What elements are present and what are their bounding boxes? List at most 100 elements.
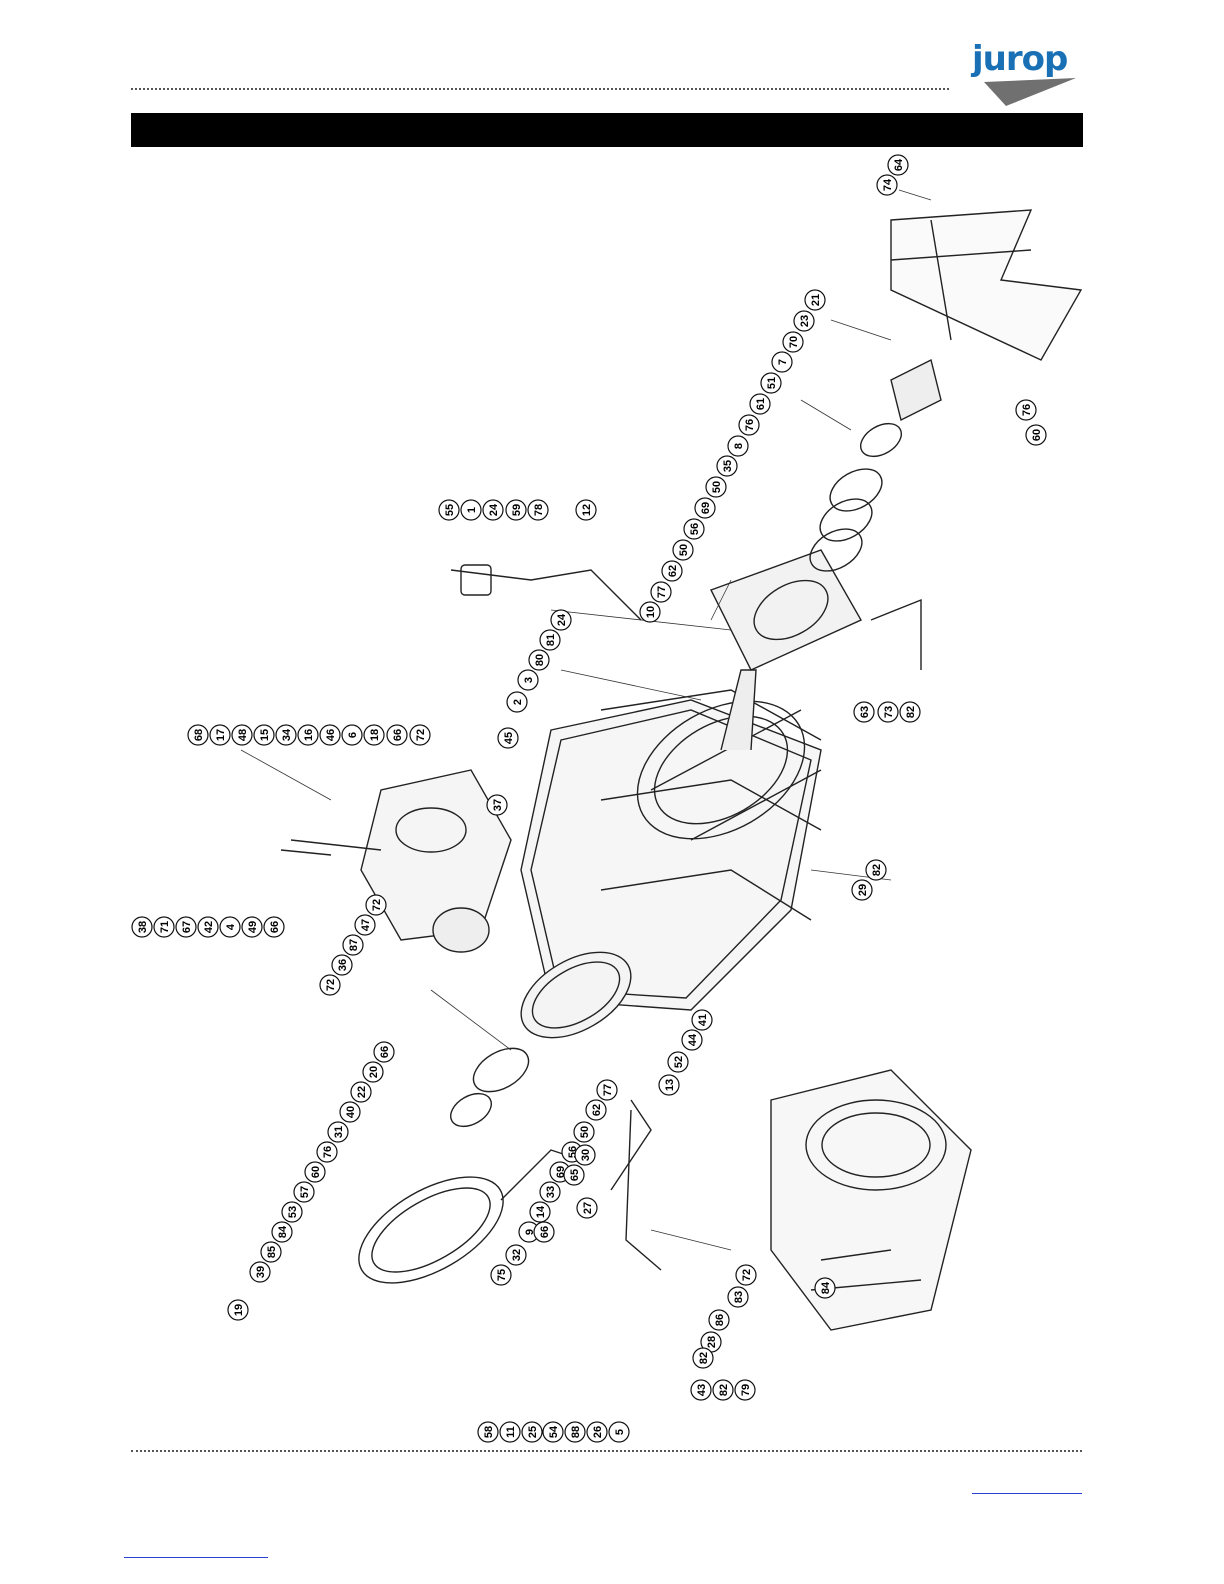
part-callout-40: 40 — [339, 1101, 361, 1123]
part-number-label: 48 — [237, 729, 249, 741]
part-callout-82: 82 — [712, 1379, 734, 1401]
part-callout-84: 84 — [814, 1277, 836, 1299]
part-callout-33: 33 — [539, 1181, 561, 1203]
part-callout-48: 48 — [231, 724, 253, 746]
part-callout-13: 13 — [658, 1074, 680, 1096]
part-number-label: 22 — [356, 1086, 368, 1098]
part-number-label: 80 — [534, 654, 546, 666]
footer-dotted-rule — [131, 1450, 1082, 1452]
part-callout-6: 6 — [341, 724, 363, 746]
part-callout-2: 2 — [506, 691, 528, 713]
part-number-label: 76 — [1021, 404, 1033, 416]
part-callout-32: 32 — [505, 1244, 527, 1266]
part-number-label: 11 — [505, 1426, 517, 1438]
part-callout-18: 18 — [363, 724, 385, 746]
part-number-label: 49 — [247, 921, 259, 933]
part-callout-47: 47 — [354, 914, 376, 936]
part-number-label: 33 — [545, 1186, 557, 1198]
part-number-label: 77 — [602, 1084, 614, 1096]
part-number-label: 72 — [371, 899, 383, 911]
part-callout-88: 88 — [564, 1421, 586, 1443]
part-callout-72: 72 — [735, 1264, 757, 1286]
part-callout-41: 41 — [691, 1009, 713, 1031]
part-callout-7: 7 — [771, 351, 793, 373]
part-callout-37: 37 — [486, 794, 508, 816]
part-number-label: 47 — [360, 919, 372, 931]
part-number-label: 3 — [523, 677, 535, 683]
part-callout-87: 87 — [342, 934, 364, 956]
jurop-logo: jurop — [972, 42, 1084, 110]
part-number-label: 84 — [277, 1225, 289, 1238]
part-number-label: 66 — [392, 729, 404, 741]
part-callout-4: 4 — [219, 916, 241, 938]
part-callout-62: 62 — [661, 560, 683, 582]
part-callout-83: 83 — [727, 1286, 749, 1308]
part-callout-61: 61 — [749, 393, 771, 415]
part-callout-25: 25 — [521, 1421, 543, 1443]
part-number-label: 44 — [687, 1033, 699, 1046]
part-number-label: 41 — [697, 1014, 709, 1026]
part-callout-77: 77 — [596, 1079, 618, 1101]
part-callout-66: 66 — [386, 724, 408, 746]
part-callout-17: 17 — [209, 724, 231, 746]
part-callout-82: 82 — [692, 1347, 714, 1369]
part-number-label: 84 — [820, 1281, 832, 1294]
part-callout-42: 42 — [197, 916, 219, 938]
part-callout-44: 44 — [681, 1029, 703, 1051]
part-number-label: 56 — [689, 523, 701, 535]
part-number-label: 81 — [545, 634, 557, 646]
part-number-label: 75 — [496, 1269, 508, 1281]
part-number-label: 34 — [281, 728, 293, 741]
part-number-label: 24 — [556, 613, 568, 626]
part-callout-60: 60 — [1025, 424, 1047, 446]
part-number-label: 88 — [570, 1426, 582, 1438]
part-callout-51: 51 — [760, 372, 782, 394]
part-number-label: 18 — [369, 729, 381, 741]
part-number-label: 72 — [741, 1269, 753, 1281]
part-callout-12: 12 — [575, 499, 597, 521]
part-number-label: 77 — [656, 586, 668, 598]
part-number-label: 76 — [744, 419, 756, 431]
part-number-label: 38 — [137, 921, 149, 933]
part-callout-52: 52 — [667, 1051, 689, 1073]
part-number-label: 62 — [667, 565, 679, 577]
part-number-label: 24 — [488, 503, 500, 516]
part-callout-66: 66 — [263, 916, 285, 938]
part-callout-68: 68 — [187, 724, 209, 746]
part-callout-34: 34 — [275, 724, 297, 746]
part-callout-35: 35 — [716, 455, 738, 477]
part-callout-28: 28 — [700, 1331, 722, 1353]
footer-link-right[interactable] — [972, 1493, 1082, 1494]
part-callout-76: 76 — [738, 414, 760, 436]
part-callout-65: 65 — [563, 1164, 585, 1186]
part-callout-21: 21 — [804, 289, 826, 311]
part-number-label: 14 — [535, 1205, 547, 1218]
part-number-label: 66 — [379, 1046, 391, 1058]
part-callout-84: 84 — [271, 1221, 293, 1243]
footer-link-left[interactable] — [124, 1557, 268, 1558]
part-callout-56: 56 — [683, 518, 705, 540]
part-number-label: 68 — [193, 729, 205, 741]
part-number-label: 86 — [714, 1314, 726, 1326]
part-callout-66: 66 — [533, 1221, 555, 1243]
part-callout-49: 49 — [241, 916, 263, 938]
part-number-label: 70 — [788, 336, 800, 348]
part-number-label: 52 — [673, 1056, 685, 1068]
part-number-label: 31 — [333, 1126, 345, 1138]
part-callout-85: 85 — [260, 1241, 282, 1263]
part-callout-10: 10 — [639, 601, 661, 623]
part-number-label: 21 — [810, 294, 822, 306]
part-number-label: 39 — [255, 1266, 267, 1278]
part-callout-86: 86 — [708, 1309, 730, 1331]
part-callout-55: 55 — [438, 499, 460, 521]
part-number-label: 50 — [711, 481, 723, 493]
part-number-label: 57 — [299, 1186, 311, 1198]
part-number-label: 83 — [733, 1291, 745, 1303]
part-callout-72: 72 — [409, 724, 431, 746]
part-number-label: 87 — [348, 939, 360, 951]
part-number-label: 76 — [322, 1146, 334, 1158]
part-number-label: 53 — [287, 1206, 299, 1218]
part-number-label: 12 — [581, 504, 593, 516]
part-callout-39: 39 — [249, 1261, 271, 1283]
part-number-label: 55 — [444, 504, 456, 516]
